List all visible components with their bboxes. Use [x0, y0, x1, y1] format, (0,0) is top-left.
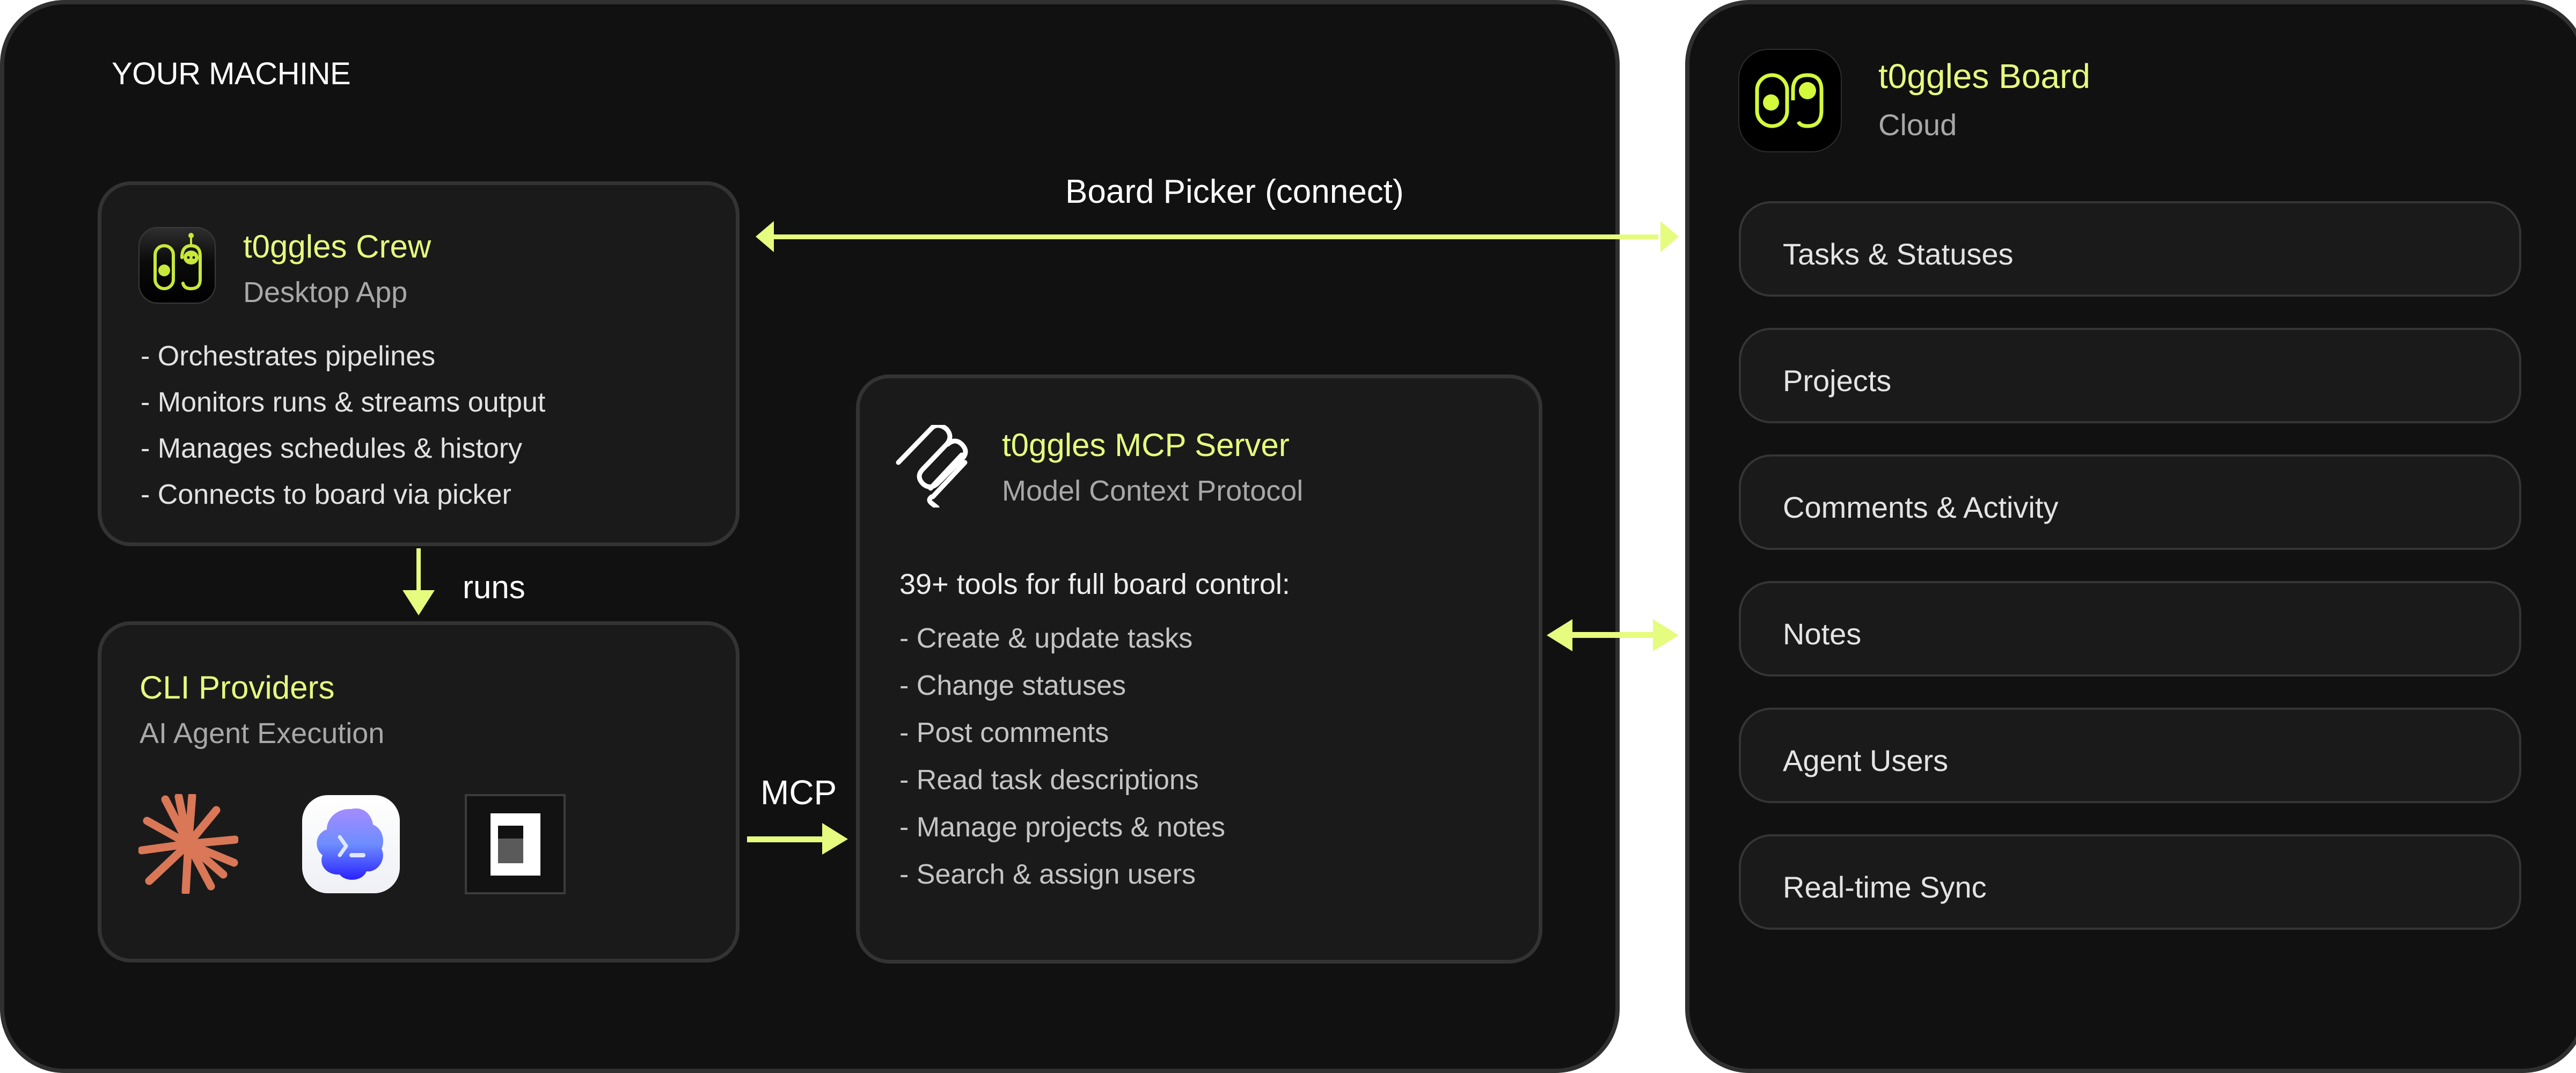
cli-providers-card[interactable]	[98, 621, 740, 962]
mcp-bullet: - Post comments	[899, 717, 1109, 748]
board-item-label: Tasks & Statuses	[1783, 237, 2014, 271]
crew-bullet: - Manages schedules & history	[141, 433, 523, 464]
board-subtitle: Cloud	[1878, 108, 1957, 142]
board-item-label: Real-time Sync	[1783, 870, 1987, 904]
t0ggles-crew-robot-icon	[138, 227, 216, 304]
toggle-knob-top	[498, 826, 523, 839]
board-item-tasks-statuses[interactable]: Tasks & Statuses	[1739, 201, 2521, 297]
board-item-projects[interactable]: Projects	[1739, 328, 2521, 423]
board-item-realtime-sync[interactable]: Real-time Sync	[1739, 834, 2521, 930]
board-item-comments-activity[interactable]: Comments & Activity	[1739, 454, 2521, 550]
board-item-label: Projects	[1783, 364, 1892, 398]
board-item-label: Agent Users	[1783, 744, 1949, 777]
mcp-bullet: - Create & update tasks	[899, 623, 1193, 654]
mcp-bullet: - Change statuses	[899, 670, 1126, 701]
board-title: t0ggles Board	[1878, 57, 2090, 95]
t0ggles-logo-icon	[1738, 49, 1842, 152]
runs-label: runs	[463, 569, 525, 605]
your-machine-label: YOUR MACHINE	[112, 56, 351, 91]
crew-title: t0ggles Crew	[243, 229, 431, 264]
cli-title: CLI Providers	[140, 670, 335, 705]
mcp-label: MCP	[760, 773, 837, 812]
mcp-server-card[interactable]	[856, 374, 1542, 964]
codex-toggle-icon	[465, 794, 566, 894]
cli-subtitle: AI Agent Execution	[140, 717, 385, 749]
board-item-label: Comments & Activity	[1783, 490, 2059, 524]
mcp-logo-icon	[895, 423, 972, 510]
crew-bullet: - Monitors runs & streams output	[141, 387, 546, 418]
mcp-title: t0ggles MCP Server	[1002, 427, 1290, 463]
crew-bullet: - Connects to board via picker	[141, 479, 511, 510]
board-picker-label: Board Picker (connect)	[1065, 173, 1404, 210]
crew-subtitle: Desktop App	[243, 276, 408, 308]
crew-bullet: - Orchestrates pipelines	[141, 341, 436, 372]
board-item-agent-users[interactable]: Agent Users	[1739, 708, 2521, 803]
mcp-subtitle: Model Context Protocol	[1002, 475, 1304, 507]
mcp-bullet: - Read task descriptions	[899, 765, 1199, 796]
mcp-bullet: - Manage projects & notes	[899, 812, 1225, 843]
board-item-notes[interactable]: Notes	[1739, 581, 2521, 677]
mcp-bullet: - Search & assign users	[899, 859, 1196, 890]
claude-starburst-icon	[137, 792, 239, 896]
board-item-label: Notes	[1783, 617, 1862, 651]
toggle-knob-bottom	[498, 839, 523, 863]
mcp-tools-heading: 39+ tools for full board control:	[899, 568, 1290, 600]
gemini-cli-terminal-icon	[302, 795, 400, 893]
